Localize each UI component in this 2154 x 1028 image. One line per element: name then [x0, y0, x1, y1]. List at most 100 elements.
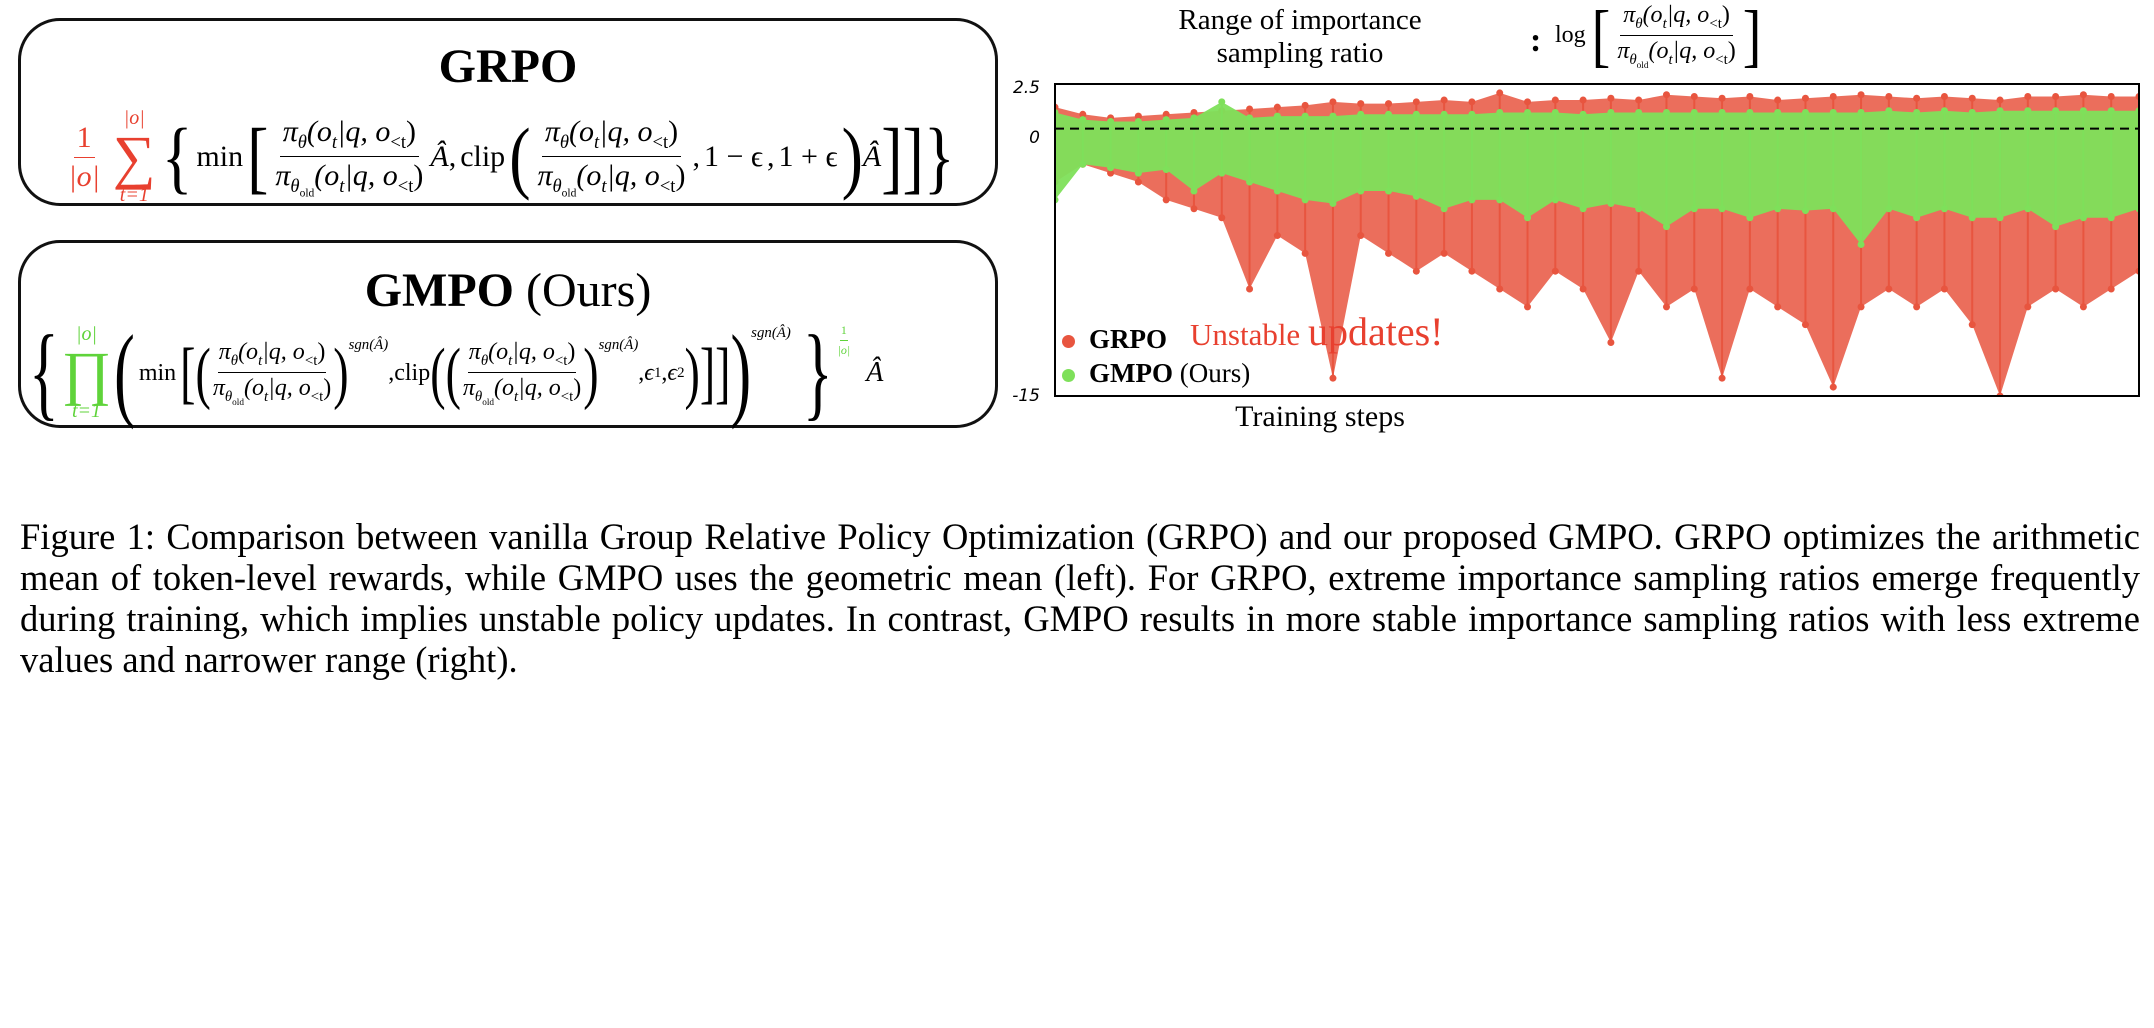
lt: <t: [652, 131, 669, 153]
legend-item-grpo: GRPO: [1062, 322, 1250, 356]
close: ): [1727, 37, 1736, 64]
importance-ratio: πθ(ot|q, o<t) πθold(ot|q, o<t): [462, 339, 582, 407]
max-point: [1607, 94, 1615, 102]
advantage: Â: [866, 357, 884, 388]
comma: ,: [448, 140, 457, 173]
min-point: [1829, 383, 1837, 391]
min-point: [1774, 205, 1782, 213]
max-point: [1801, 109, 1809, 117]
lt: <t: [560, 388, 574, 405]
max-point: [2024, 92, 2032, 100]
max-point: [1524, 109, 1532, 117]
max-point: [1774, 109, 1782, 117]
lbrace: {: [161, 112, 193, 201]
max-point: [1468, 110, 1476, 118]
min-point: [1857, 240, 1865, 248]
max-point: [2107, 92, 2115, 100]
pi: π: [468, 339, 481, 366]
args: (o: [243, 375, 264, 402]
args: (o: [569, 114, 595, 148]
product-operator: |o|∏t=1: [62, 323, 111, 423]
min: min: [138, 359, 177, 386]
rparen: ): [841, 112, 863, 201]
max-point: [1357, 110, 1365, 118]
args: (o: [238, 339, 259, 366]
max-point: [1607, 109, 1615, 117]
max-point: [1412, 98, 1420, 106]
t: t: [594, 131, 600, 153]
lt: <t: [1709, 15, 1722, 32]
min-point: [1746, 285, 1754, 293]
lbrace: {: [29, 315, 59, 431]
max-point: [1107, 117, 1115, 125]
max-point: [1551, 96, 1559, 104]
max-point: [1551, 109, 1559, 117]
min-point: [1690, 205, 1698, 213]
sum-bottom: t=1: [119, 184, 149, 206]
prod-symbol: ∏: [61, 340, 112, 406]
max-point: [1801, 94, 1809, 102]
clip: clip: [460, 140, 506, 173]
min-point: [1746, 214, 1754, 222]
max-point: [1579, 96, 1587, 104]
cond: |q, o: [518, 375, 561, 402]
max-point: [1913, 109, 1921, 117]
gmpo-formula: { |o|∏t=1 ( min [( πθ(ot|q, o<t) πθold(o…: [29, 315, 884, 431]
old: old: [232, 396, 244, 407]
min-point: [1968, 214, 1976, 222]
max-point: [1301, 112, 1309, 120]
max-point: [1579, 110, 1587, 118]
min-point: [1607, 339, 1615, 347]
theta: θ: [480, 353, 489, 370]
min-point: [2024, 303, 2032, 311]
grpo-box: GRPO 1|o| |o|∑t=1 { min [ πθ(ot|q, o<t) …: [18, 18, 998, 206]
rbrack: ]: [881, 112, 903, 201]
t: t: [331, 131, 338, 153]
t: t: [601, 175, 607, 197]
min-point: [1579, 285, 1587, 293]
max-point: [1829, 109, 1837, 117]
max-point: [1746, 109, 1754, 117]
theta: θ: [552, 175, 562, 197]
legend-marker-grpo: [1062, 335, 1075, 349]
legend-label: GMPO: [1089, 358, 1173, 388]
sum-symbol: ∑: [112, 124, 156, 190]
grpo-title-text: GRPO: [438, 40, 578, 93]
chart-colon: :: [1530, 22, 1542, 59]
comma: ,: [692, 140, 700, 173]
pi: π: [282, 114, 298, 148]
args: (o: [306, 114, 332, 148]
old: old: [299, 187, 315, 200]
min-point: [2079, 214, 2087, 222]
args: (o: [488, 339, 509, 366]
max-point: [1635, 109, 1643, 117]
min-point: [1524, 214, 1532, 222]
min-point: [1468, 196, 1476, 204]
close: ): [323, 375, 332, 402]
max-point: [2052, 92, 2060, 100]
close: ): [406, 114, 416, 148]
log: log: [1555, 22, 1586, 49]
plot-frame: [1054, 83, 2140, 397]
clip: clip: [394, 359, 431, 386]
max-point: [1968, 94, 1976, 102]
theta: θ: [1635, 15, 1643, 32]
legend-marker-gmpo: [1062, 369, 1075, 383]
min-point: [1635, 205, 1643, 213]
max-point: [1079, 110, 1087, 118]
max-point: [1218, 98, 1226, 106]
max-point: [1468, 98, 1476, 106]
min-point: [1273, 232, 1281, 240]
min-point: [1440, 249, 1448, 257]
cond: |q, o: [268, 375, 311, 402]
min-point: [1913, 303, 1921, 311]
min-point: [1246, 178, 1254, 186]
max-point: [1357, 100, 1365, 108]
close: ): [1721, 2, 1730, 28]
den: |o|: [837, 343, 851, 357]
close: ): [573, 375, 582, 402]
lt: <t: [304, 353, 318, 370]
cond: |q, o: [1666, 2, 1710, 28]
max-point: [1301, 101, 1309, 109]
importance-ratio: πθ(ot|q, o<t) πθold(ot|q, o<t): [212, 339, 332, 407]
